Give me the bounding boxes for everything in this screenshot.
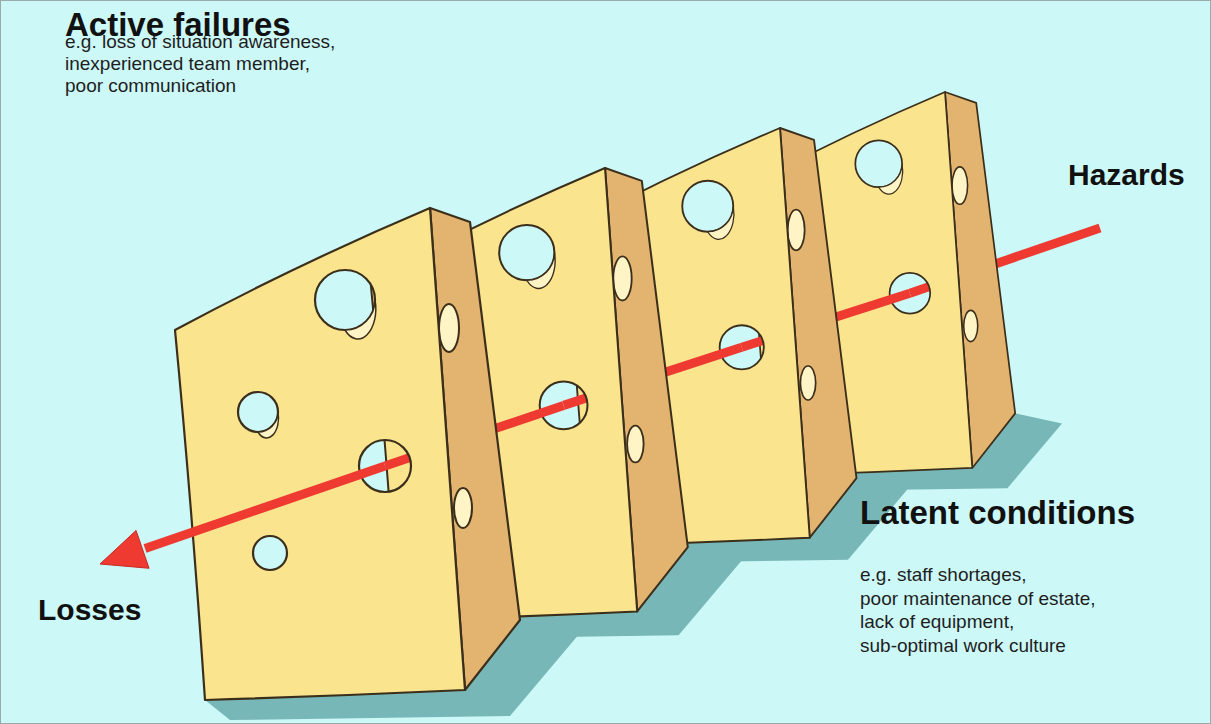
text-anchor: Hazards xyxy=(1068,158,1185,193)
text-anchor: Latent conditions xyxy=(860,494,1135,532)
note-text: e.g. staff shortages, poor maintenance o… xyxy=(860,563,1106,657)
heading-text: Latent conditions xyxy=(860,494,1135,532)
hazard-arrow xyxy=(145,466,385,549)
note-text: e.g. loss of situation awareness, inexpe… xyxy=(65,31,345,97)
text-anchor: e.g. staff shortages, poor maintenance o… xyxy=(860,563,1106,657)
text-anchor: Losses xyxy=(38,593,141,628)
flow-label: Losses xyxy=(38,593,141,628)
arrow-head xyxy=(100,530,149,568)
text-anchor: e.g. loss of situation awareness, inexpe… xyxy=(65,31,345,97)
flow-label: Hazards xyxy=(1068,158,1185,193)
